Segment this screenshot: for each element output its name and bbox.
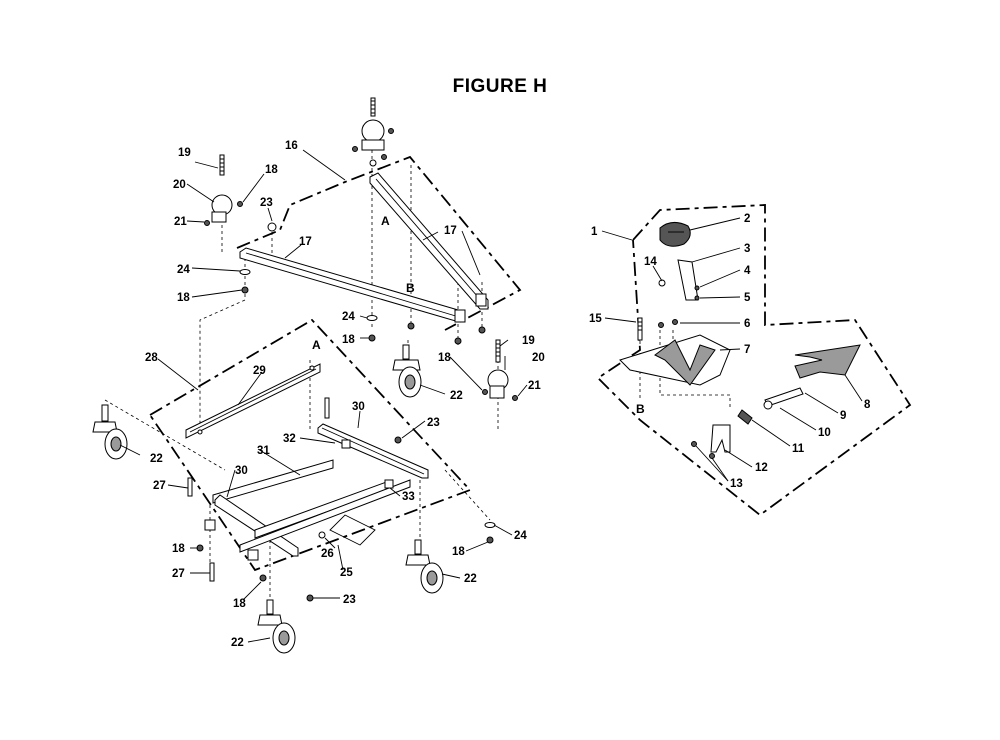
part-label-30: 30 — [235, 465, 248, 477]
part-label-12: 12 — [755, 462, 768, 474]
part-label-26: 26 — [321, 548, 334, 560]
part-label-20: 20 — [173, 179, 186, 191]
reference-letter-a: A — [312, 338, 321, 352]
top-triangle-frame — [239, 172, 489, 323]
part-label-17: 17 — [299, 236, 312, 248]
part-label-1: 1 — [591, 226, 598, 238]
part-label-3: 3 — [744, 243, 750, 255]
caster-wheel-right-upper — [392, 344, 422, 398]
part-label-27: 27 — [153, 480, 166, 492]
part-label-13: 13 — [730, 478, 743, 490]
right-bracket-cluster — [482, 339, 518, 401]
part-label-14: 14 — [644, 256, 657, 268]
part-label-8: 8 — [864, 399, 871, 411]
base-frame-group-outline — [149, 318, 472, 572]
part-label-20: 20 — [532, 352, 545, 364]
reference-letter-a: A — [381, 214, 390, 228]
part-label-21: 21 — [174, 216, 187, 228]
part-label-18: 18 — [177, 292, 190, 304]
part-label-23: 23 — [343, 594, 356, 606]
part-label-22: 22 — [231, 637, 244, 649]
part-label-22: 22 — [150, 453, 163, 465]
part-number-labels: 19 20 21 18 23 16 17 17 24 18 24 18 19 2… — [145, 140, 871, 649]
center-hardware — [366, 315, 486, 345]
part-label-10: 10 — [818, 427, 831, 439]
part-label-15: 15 — [589, 313, 602, 325]
base-frame — [185, 363, 496, 602]
part-label-29: 29 — [253, 365, 266, 377]
part-label-2: 2 — [744, 213, 750, 225]
pedal-group-outline — [596, 204, 912, 517]
part-label-24: 24 — [342, 311, 355, 323]
part-label-25: 25 — [340, 567, 353, 579]
leader-lines — [119, 149, 863, 643]
part-label-30: 30 — [352, 401, 365, 413]
pedal-assembly — [619, 222, 861, 459]
part-label-32: 32 — [283, 433, 296, 445]
part-label-7: 7 — [744, 344, 750, 356]
part-label-11: 11 — [792, 443, 805, 455]
part-label-9: 9 — [840, 410, 846, 422]
part-label-17: 17 — [444, 225, 457, 237]
part-label-22: 22 — [450, 390, 463, 402]
part-label-5: 5 — [744, 292, 751, 304]
caster-wheel-right-lower — [405, 539, 444, 594]
reference-letters: A B A B — [312, 214, 645, 416]
part-label-16: 16 — [285, 140, 298, 152]
part-label-28: 28 — [145, 352, 158, 364]
part-label-18: 18 — [342, 334, 355, 346]
part-label-24: 24 — [514, 530, 527, 542]
part-label-21: 21 — [528, 380, 541, 392]
reference-letter-b: B — [636, 402, 645, 416]
part-label-18: 18 — [172, 543, 185, 555]
part-label-18: 18 — [452, 546, 465, 558]
caster-wheel-bottom — [257, 599, 296, 654]
part-label-22: 22 — [464, 573, 477, 585]
part-label-31: 31 — [257, 445, 270, 457]
caster-wheel-left — [92, 404, 128, 460]
figure-title: FIGURE H — [452, 76, 548, 97]
left-bracket-cluster — [204, 154, 277, 294]
top-frame-group-outline — [236, 155, 522, 331]
part-label-27: 27 — [172, 568, 185, 580]
part-label-19: 19 — [522, 335, 535, 347]
part-label-18: 18 — [233, 598, 246, 610]
part-label-23: 23 — [260, 197, 273, 209]
part-label-18: 18 — [265, 164, 278, 176]
reference-letter-b: B — [406, 281, 415, 295]
part-label-4: 4 — [744, 265, 751, 277]
part-label-6: 6 — [744, 318, 750, 330]
part-label-23: 23 — [427, 417, 440, 429]
part-label-19: 19 — [178, 147, 191, 159]
part-label-18: 18 — [438, 352, 451, 364]
part-label-33: 33 — [402, 491, 415, 503]
part-label-24: 24 — [177, 264, 190, 276]
top-bracket-cluster — [352, 97, 394, 167]
